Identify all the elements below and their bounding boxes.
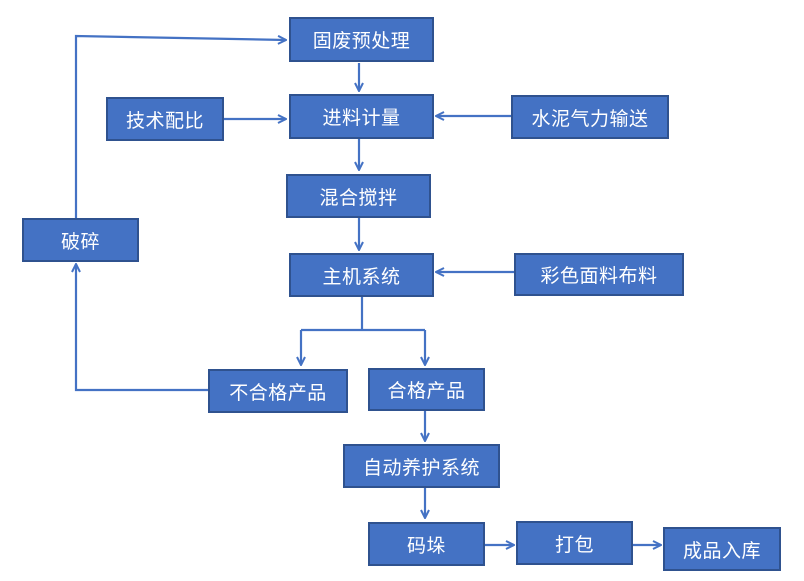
node-packing: 打包 (516, 521, 633, 565)
node-warehouse: 成品入库 (663, 527, 781, 571)
node-ratio: 技术配比 (106, 97, 224, 141)
node-crush-label: 破碎 (60, 230, 100, 253)
node-metering-label: 进料计量 (322, 107, 401, 129)
node-color-fabric: 彩色面料布料 (514, 253, 684, 296)
node-main-machine: 主机系统 (289, 253, 434, 297)
node-stacking-label: 码垛 (406, 534, 446, 557)
node-main-machine-label: 主机系统 (322, 265, 401, 288)
node-crush: 破碎 (22, 218, 139, 262)
node-pretreat-label: 固废预处理 (312, 30, 411, 52)
node-unqualified: 不合格产品 (208, 369, 348, 413)
node-stacking: 码垛 (368, 522, 485, 566)
node-mixing: 混合搅拌 (286, 174, 431, 218)
arrow-crush-to-pretreat (74, 34, 286, 218)
node-color-fabric-label: 彩色面料布料 (540, 265, 658, 287)
node-curing: 自动养护系统 (343, 444, 500, 488)
node-unqualified-label: 不合格产品 (229, 381, 327, 404)
node-ratio-label: 技术配比 (125, 109, 204, 132)
arrow-unqualified-to-crush (76, 264, 208, 392)
node-mixing-label: 混合搅拌 (319, 186, 398, 209)
node-pretreat: 固废预处理 (289, 17, 434, 62)
node-curing-label: 自动养护系统 (362, 456, 480, 479)
node-qualified-label: 合格产品 (387, 380, 466, 402)
node-cement: 水泥气力输送 (511, 95, 669, 139)
node-warehouse-label: 成品入库 (682, 539, 761, 562)
node-qualified: 合格产品 (368, 368, 485, 411)
node-packing-label: 打包 (554, 533, 594, 556)
node-metering: 进料计量 (289, 94, 434, 139)
node-cement-label: 水泥气力输送 (531, 107, 649, 130)
